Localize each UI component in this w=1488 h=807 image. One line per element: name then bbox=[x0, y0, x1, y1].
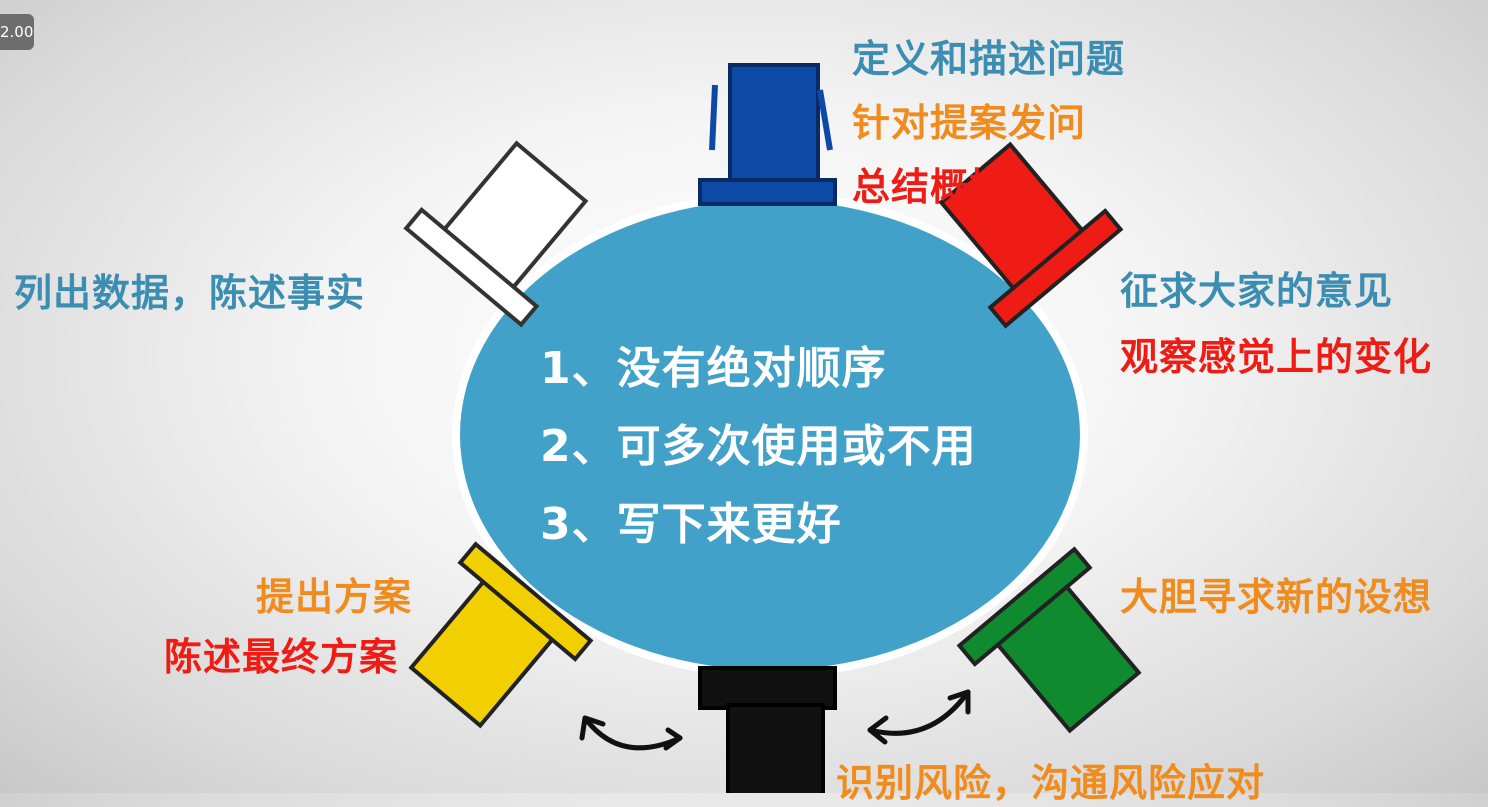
red-hat-icon bbox=[938, 141, 1124, 329]
swap-arrow-right-icon bbox=[867, 689, 971, 745]
green-hat-label: 大胆寻求新的设想 bbox=[1120, 575, 1433, 619]
red-hat-label-1: 征求大家的意见 bbox=[1120, 269, 1394, 313]
red-hat-label-2: 观察感觉上的变化 bbox=[1120, 335, 1433, 379]
green-hat-icon bbox=[956, 546, 1142, 734]
blue-hat-label-2: 针对提案发问 bbox=[852, 101, 1087, 145]
blue-hat-label-3: 总结概括 bbox=[852, 165, 1009, 209]
rule-2: 2、可多次使用或不用 bbox=[540, 421, 977, 472]
blue-hat-icon bbox=[698, 63, 837, 206]
round-table bbox=[460, 200, 1080, 670]
black-hat-label: 识别风险，沟通风险应对 bbox=[836, 761, 1266, 805]
yellow-hat-label-2: 陈述最终方案 bbox=[164, 635, 399, 679]
white-hat-label: 列出数据，陈述事实 bbox=[14, 271, 366, 315]
rule-3: 3、写下来更好 bbox=[540, 499, 842, 550]
playback-speed-badge[interactable]: 2.00 bbox=[0, 14, 34, 50]
blue-hat-label-1: 定义和描述问题 bbox=[852, 37, 1126, 81]
white-hat-icon bbox=[403, 140, 589, 328]
swap-arrow-left-icon bbox=[579, 715, 683, 751]
yellow-hat-icon bbox=[408, 541, 594, 729]
black-hat-icon bbox=[698, 666, 837, 793]
yellow-hat-label-1: 提出方案 bbox=[256, 575, 413, 619]
rule-1: 1、没有绝对顺序 bbox=[540, 343, 887, 394]
